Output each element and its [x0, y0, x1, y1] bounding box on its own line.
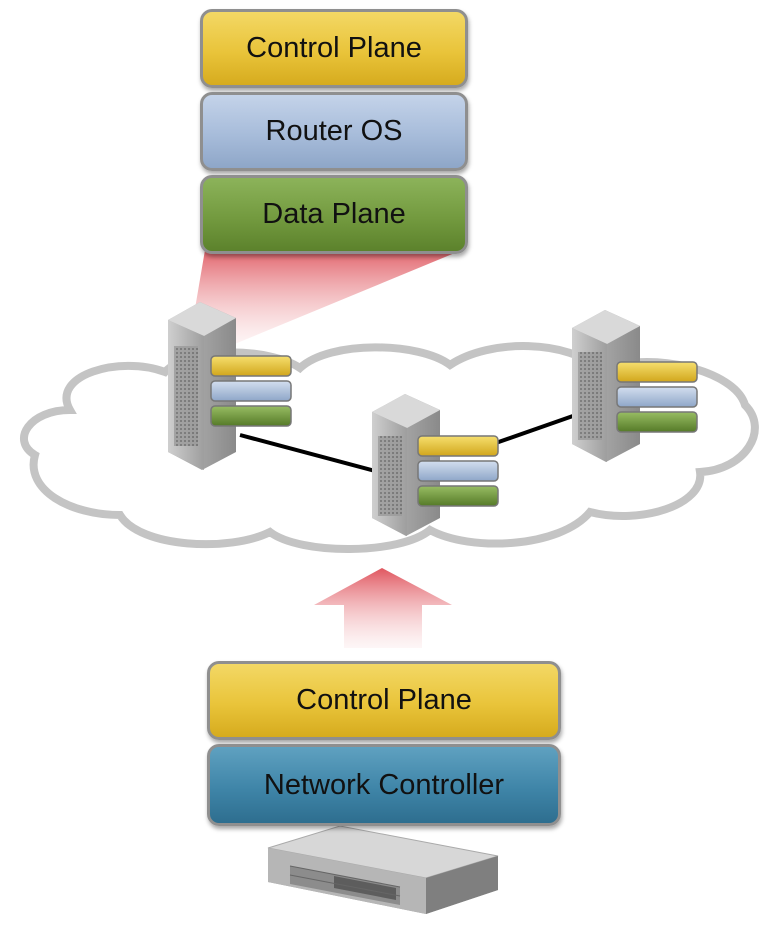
- controller-server: [267, 825, 499, 914]
- zoom-funnel: [190, 250, 462, 348]
- up-arrow: [314, 568, 452, 648]
- router-os-layer: Router OS: [200, 92, 468, 171]
- router-os-label: Router OS: [265, 115, 403, 147]
- router-1: [168, 302, 292, 470]
- top-control-plane-layer: Control Plane: [200, 9, 468, 88]
- router-2: [372, 394, 499, 536]
- bottom-control-plane-label: Control Plane: [296, 684, 472, 716]
- network-controller-layer: Network Controller: [207, 744, 561, 826]
- link-router1-router2: [239, 433, 391, 477]
- router-3: [572, 310, 698, 462]
- top-control-plane-label: Control Plane: [246, 32, 422, 64]
- data-plane-label: Data Plane: [262, 198, 406, 230]
- data-plane-layer: Data Plane: [200, 175, 468, 254]
- network-controller-label: Network Controller: [263, 768, 505, 801]
- bottom-control-plane-layer: Control Plane: [207, 661, 561, 740]
